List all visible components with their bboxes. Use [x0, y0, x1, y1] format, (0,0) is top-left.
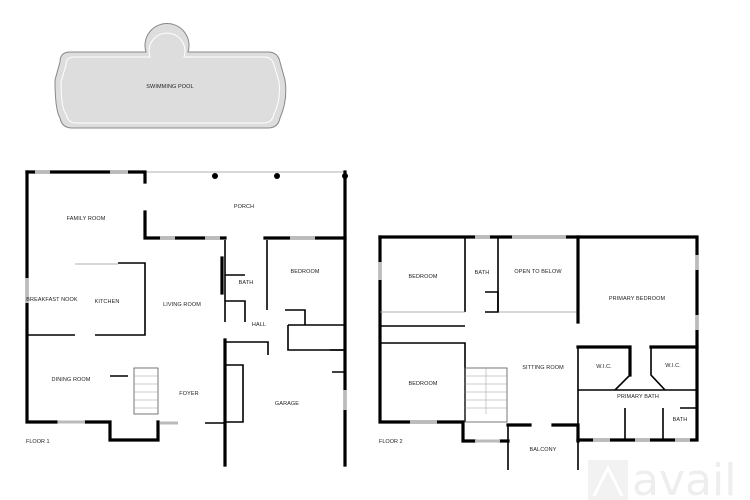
- room-bath-2: BATH: [673, 417, 688, 423]
- floor-2-label: FLOOR 2: [379, 439, 403, 445]
- avail-watermark: avail: [588, 455, 736, 500]
- room-living-room: LIVING ROOM: [163, 302, 201, 308]
- room-wic-left: W.I.C.: [596, 364, 612, 370]
- room-bedroom: BEDROOM: [290, 269, 319, 275]
- floor-1-walls: [25, 170, 348, 467]
- swimming-pool: SWIMMING POOL: [54, 22, 287, 129]
- room-bath: BATH: [239, 280, 254, 286]
- floor-2-labels: BEDROOM BATH OPEN TO BELOW PRIMARY BEDRO…: [379, 269, 687, 453]
- room-family-room: FAMILY ROOM: [67, 216, 106, 222]
- room-bedroom-top: BEDROOM: [408, 274, 437, 280]
- room-foyer: FOYER: [179, 391, 198, 397]
- pool-label: SWIMMING POOL: [146, 84, 193, 90]
- room-breakfast-nook: BREAKFAST NOOK: [26, 297, 78, 303]
- room-primary-bath: PRIMARY BATH: [617, 394, 659, 400]
- watermark-text: avail: [632, 455, 736, 500]
- floor-1-label: FLOOR 1: [26, 439, 50, 445]
- room-open-to-below: OPEN TO BELOW: [514, 269, 562, 275]
- room-wic-right: W.I.C.: [665, 363, 681, 369]
- room-kitchen: KITCHEN: [95, 299, 120, 305]
- room-porch: PORCH: [234, 204, 254, 210]
- room-sitting-room: SITTING ROOM: [522, 365, 564, 371]
- floor-2-walls: [378, 235, 699, 470]
- room-bedroom-bottom: BEDROOM: [408, 381, 437, 387]
- room-primary-bedroom: PRIMARY BEDROOM: [609, 296, 666, 302]
- room-balcony: BALCONY: [530, 447, 557, 453]
- room-garage: GARAGE: [275, 401, 299, 407]
- room-hall: HALL: [252, 322, 266, 328]
- room-bath: BATH: [475, 270, 490, 276]
- floor-1-labels: FAMILY ROOM PORCH BREAKFAST NOOK KITCHEN…: [26, 204, 320, 445]
- room-dining-room: DINING ROOM: [52, 377, 91, 383]
